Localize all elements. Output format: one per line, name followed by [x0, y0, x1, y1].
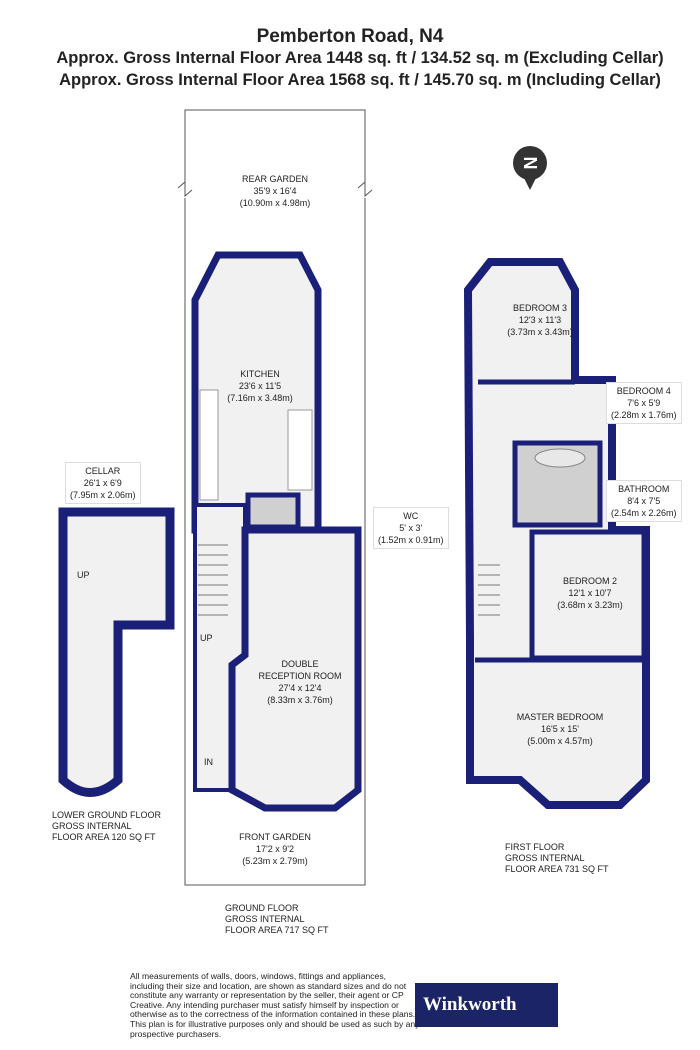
garden-break-marks: [177, 180, 373, 198]
wc-room: [245, 492, 301, 530]
kitchen-sink-unit: [287, 409, 313, 491]
bath-icon: [534, 448, 586, 468]
first-floor-stairs: [478, 564, 500, 616]
page-title: Pemberton Road, N4: [256, 26, 444, 47]
cellar-up-marker: UP: [77, 570, 90, 580]
entrance-marker: IN: [204, 757, 213, 767]
reception-walls: [228, 526, 362, 812]
winkworth-logo: Winkworth: [415, 983, 558, 1027]
cellar-walls: [58, 507, 175, 797]
disclaimer: All measurements of walls, doors, window…: [130, 971, 420, 1039]
compass-letter: N: [521, 157, 541, 170]
area-excluding-cellar: Approx. Gross Internal Floor Area 1448 s…: [56, 49, 664, 67]
area-including-cellar: Approx. Gross Internal Floor Area 1568 s…: [59, 71, 661, 89]
compass-icon: [513, 146, 547, 190]
kitchen-worktop: [199, 389, 219, 501]
garden-boundary: [184, 109, 366, 886]
ground-stairs: [198, 544, 228, 616]
ground-up-marker: UP: [200, 633, 213, 643]
